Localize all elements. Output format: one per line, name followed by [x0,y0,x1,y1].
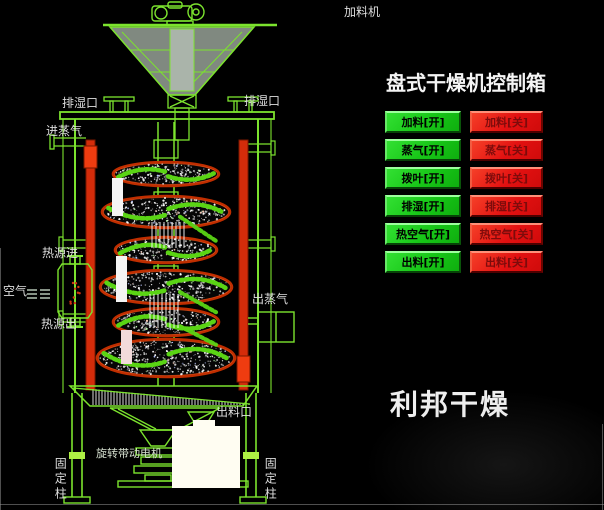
button-blade-on[interactable]: 拨叶[开] [385,167,461,189]
control-panel: 加料[开] 加料[关] 蒸气[开] 蒸气[关] 拨叶[开] 拨叶[关] 排湿[开… [385,111,543,273]
air-flow-icon [27,289,50,299]
label-fixed-column-right: 固定柱 [263,457,278,502]
label-drive-motor: 旋转带动电机 [96,447,162,460]
hopper [108,26,256,96]
label-air: 空气 [3,284,28,298]
edge-line-right [602,424,603,510]
top-plate [59,111,275,120]
button-hot-air-on[interactable]: 热空气[开] [385,223,461,245]
dryer-disc [111,160,221,188]
exhaust-stub-left [103,96,135,113]
edge-line-left [0,248,1,510]
label-discharge: 出料口 [216,405,253,419]
button-steam-on[interactable]: 蒸气[开] [385,139,461,161]
label-heat-in: 热源进 [42,246,79,260]
button-blade-off[interactable]: 拨叶[关] [470,167,543,189]
button-discharge-off[interactable]: 出料[关] [470,251,543,273]
falling-material [112,178,185,364]
support-legs [63,393,267,504]
watermark-text: 利邦干燥 [390,383,510,423]
heating-column-left [83,139,98,391]
panel-title: 盘式干燥机控制箱 [386,71,546,95]
label-fixed-column-left: 固定柱 [53,457,68,502]
feed-screw [167,94,197,141]
heating-column-right [236,139,251,391]
button-hot-air-off[interactable]: 热空气[关] [470,223,543,245]
edge-line-bottom [0,504,604,505]
steam-inlet-pipe [49,134,86,150]
label-feeder: 加料机 [344,5,381,19]
label-steam-in: 进蒸气 [46,124,83,138]
rake-chains [177,214,219,347]
steam-outlet-pipe [248,311,295,343]
label-exhaust-left: 排湿口 [62,96,99,110]
button-steam-off[interactable]: 蒸气[关] [470,139,543,161]
button-discharge-on[interactable]: 出料[开] [385,251,461,273]
dryer-disc [100,194,232,230]
button-feed-on[interactable]: 加料[开] [385,111,461,133]
side-pipe-stubs [58,140,276,326]
label-exhaust-right: 排湿口 [244,94,281,108]
corner-smudge [364,390,604,510]
feeder-motor-icon [151,1,205,26]
dryer-disc [113,235,219,265]
label-heat-out: 热源出 [41,317,78,331]
discharge-trough [68,385,259,407]
button-feed-off[interactable]: 加料[关] [470,111,543,133]
label-steam-out: 出蒸气 [252,292,289,306]
button-dehumidify-off[interactable]: 排湿[关] [470,195,543,217]
heat-exchanger [57,248,93,340]
dryer-disc [98,268,234,306]
button-dehumidify-on[interactable]: 排湿[开] [385,195,461,217]
exhaust-stub-right [227,96,259,113]
white-patch [172,420,240,488]
